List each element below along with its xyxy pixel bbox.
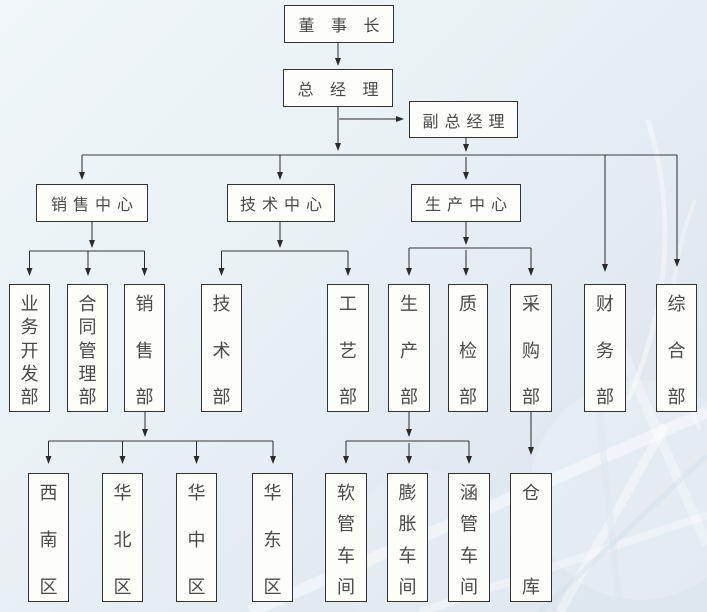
org-node-central-china-region: 华中区 (176, 473, 217, 602)
org-node-expansion-workshop: 膨胀车间 (387, 473, 428, 602)
org-node-southwest-region: 西南区 (28, 473, 69, 602)
org-node-deputy-general-manager: 副总经理 (409, 101, 518, 138)
org-node-sales-center: 销售中心 (36, 184, 148, 222)
org-node-warehouse: 仓库 (510, 473, 552, 602)
org-node-contract-mgmt-dept: 合同管理部 (67, 284, 108, 412)
org-node-purchasing-dept: 采购部 (510, 284, 552, 412)
org-node-tech-center: 技术中心 (227, 184, 335, 222)
org-node-east-china-region: 华东区 (252, 473, 293, 602)
org-node-chairman: 董 事 长 (284, 5, 394, 43)
org-node-sales-dept: 销售部 (124, 284, 165, 412)
org-node-culvert-pipe-workshop: 涵管车间 (448, 473, 490, 602)
org-node-production-dept: 生产部 (388, 284, 430, 412)
org-node-general-affairs-dept: 综合部 (656, 284, 697, 412)
org-node-process-dept: 工艺部 (327, 284, 369, 412)
org-node-general-manager: 总 经 理 (283, 69, 393, 107)
org-node-tech-dept: 技术部 (201, 284, 242, 412)
org-node-production-center: 生产中心 (411, 184, 521, 222)
org-node-quality-inspection-dept: 质检部 (448, 284, 488, 412)
org-node-finance-dept: 财务部 (584, 284, 626, 412)
org-node-business-dev-dept: 业务开发部 (9, 284, 50, 412)
org-node-hose-workshop: 软管车间 (325, 473, 367, 602)
org-node-north-china-region: 华北区 (102, 473, 143, 602)
